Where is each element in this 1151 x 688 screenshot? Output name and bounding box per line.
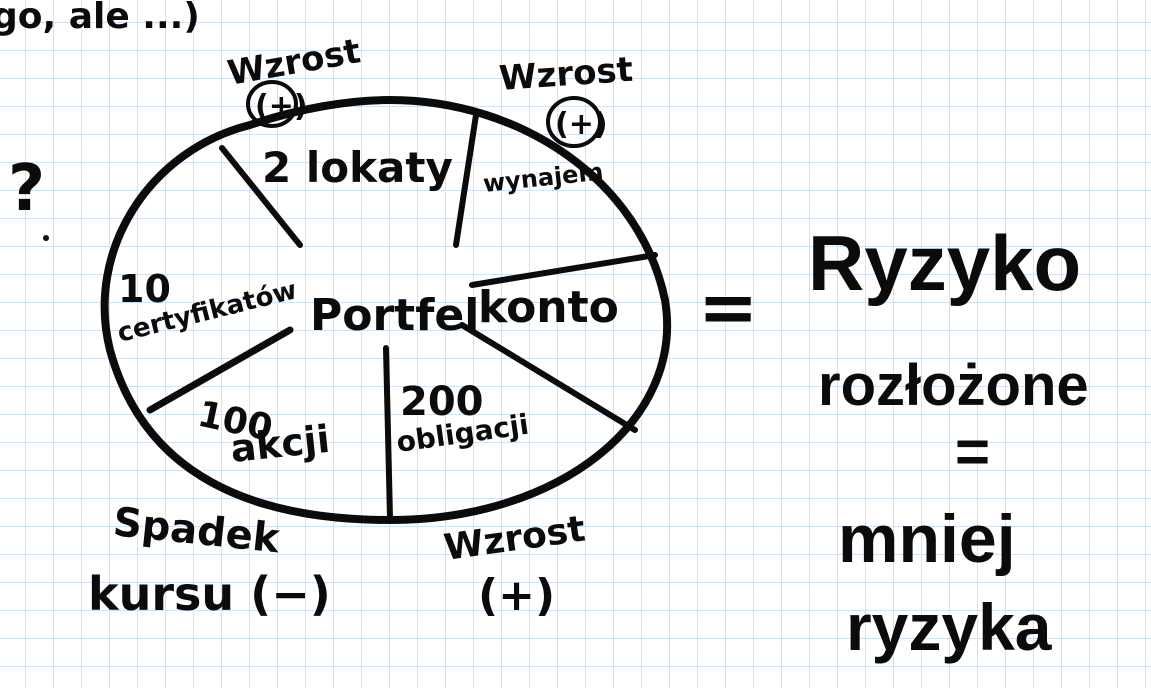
annotation-bottom-right-line1: Wzrost (442, 509, 588, 569)
conclusion-line2: rozłożone (818, 353, 1089, 418)
question-dot (43, 235, 49, 241)
segment-obligacje-number: 200 (400, 379, 484, 425)
annotation-top-left-line2: (+) (255, 89, 308, 124)
annotation-top-right-circle (546, 96, 602, 148)
annotation-top-left: Wzrost (+) (225, 31, 364, 128)
segment-certyfikaty-number: 10 (118, 267, 171, 311)
top-fragment-text: go, ale ...) (0, 0, 200, 37)
question-mark: ? (8, 152, 45, 226)
portfolio-ellipse-outline (100, 96, 671, 524)
annotation-bottom-right-line2: (+) (478, 570, 555, 621)
annotation-top-right: Wzrost (+) (498, 50, 634, 148)
annotation-bottom-right: Wzrost (+) (442, 509, 588, 621)
segment-wynajem-label: wynajem (482, 158, 605, 198)
annotation-bottom-left-line1: Spadek (111, 499, 283, 562)
annotation-top-right-line1: Wzrost (498, 50, 634, 99)
segment-akcje-label: akcji (228, 417, 332, 471)
divider-lokaty-certyfikaty (219, 145, 303, 248)
conclusion: Ryzyko rozłożone = mniej ryzyka (808, 219, 1089, 664)
annotation-bottom-left-line2: kursu (−) (88, 567, 331, 621)
annotation-top-right-line2: (+) (555, 107, 608, 142)
divider-konto-obligacje (459, 322, 638, 433)
divider-wynajem-konto (469, 252, 658, 288)
equals-sign: = (698, 265, 758, 349)
segment-lokaty-label: 2 lokaty (262, 143, 453, 192)
annotation-top-left-circle (246, 80, 298, 128)
portfolio-center-label: Portfel (310, 290, 479, 341)
annotation-top-left-line1: Wzrost (225, 31, 364, 94)
conclusion-line1: Ryzyko (808, 219, 1081, 307)
conclusion-line3: mniej (838, 501, 1016, 577)
conclusion-equals: = (955, 418, 990, 485)
conclusion-line4: ryzyka (846, 590, 1053, 664)
divider-akcje-certyfikaty (146, 326, 294, 414)
portfolio-pie: Portfel 2 lokaty wynajem konto 200 oblig… (100, 96, 671, 524)
segment-konto-label: konto (478, 282, 619, 333)
divider-lokaty-wynajem (453, 112, 479, 248)
annotation-bottom-left: Spadek kursu (−) (88, 499, 331, 621)
divider-obligacje-akcje (383, 345, 393, 521)
